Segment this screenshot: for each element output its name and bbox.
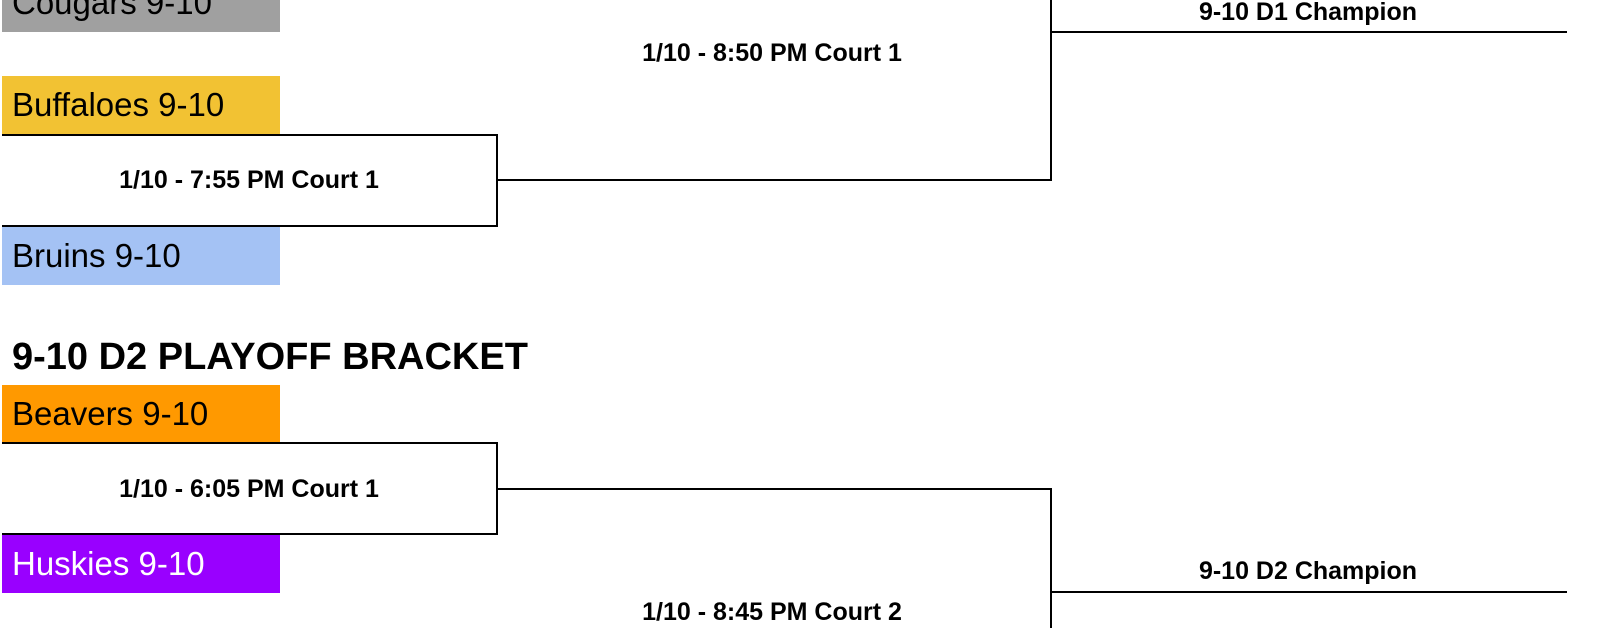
team-bruins-label: Bruins 9-10	[12, 237, 181, 274]
d2-final-game-label: 1/10 - 8:45 PM Court 2	[642, 598, 902, 626]
d1-semi-output-line	[497, 179, 1052, 181]
team-huskies: Huskies 9-10	[2, 535, 280, 593]
team-buffaloes-label: Buffaloes 9-10	[12, 86, 225, 123]
d2-bracket-title: 9-10 D2 PLAYOFF BRACKET	[12, 336, 528, 378]
d1-semi-bottom-line	[2, 225, 498, 227]
team-beavers-label: Beavers 9-10	[12, 395, 209, 432]
d2-semi-bottom-line	[2, 533, 498, 535]
d1-final-game-label: 1/10 - 8:50 PM Court 1	[642, 39, 902, 67]
d1-champion-line	[1051, 31, 1567, 33]
d2-champion-label: 9-10 D2 Champion	[1198, 557, 1418, 585]
d2-final-connector	[1050, 488, 1052, 628]
d2-semi-output-line	[497, 488, 1052, 490]
d1-semi-top-line	[2, 134, 498, 136]
d1-semifinal-game-label: 1/10 - 7:55 PM Court 1	[119, 166, 379, 194]
team-cougars-label: Cougars 9-10	[12, 0, 212, 21]
team-bruins: Bruins 9-10	[2, 227, 280, 285]
d1-final-connector	[1050, 0, 1052, 181]
team-cougars: Cougars 9-10	[2, 0, 280, 32]
team-beavers: Beavers 9-10	[2, 385, 280, 443]
team-huskies-label: Huskies 9-10	[12, 545, 205, 582]
d2-semifinal-game-label: 1/10 - 6:05 PM Court 1	[119, 475, 379, 503]
d1-champion-label: 9-10 D1 Champion	[1198, 0, 1418, 26]
team-buffaloes: Buffaloes 9-10	[2, 76, 280, 134]
d2-semi-top-line	[2, 442, 498, 444]
d2-champion-line	[1051, 591, 1567, 593]
